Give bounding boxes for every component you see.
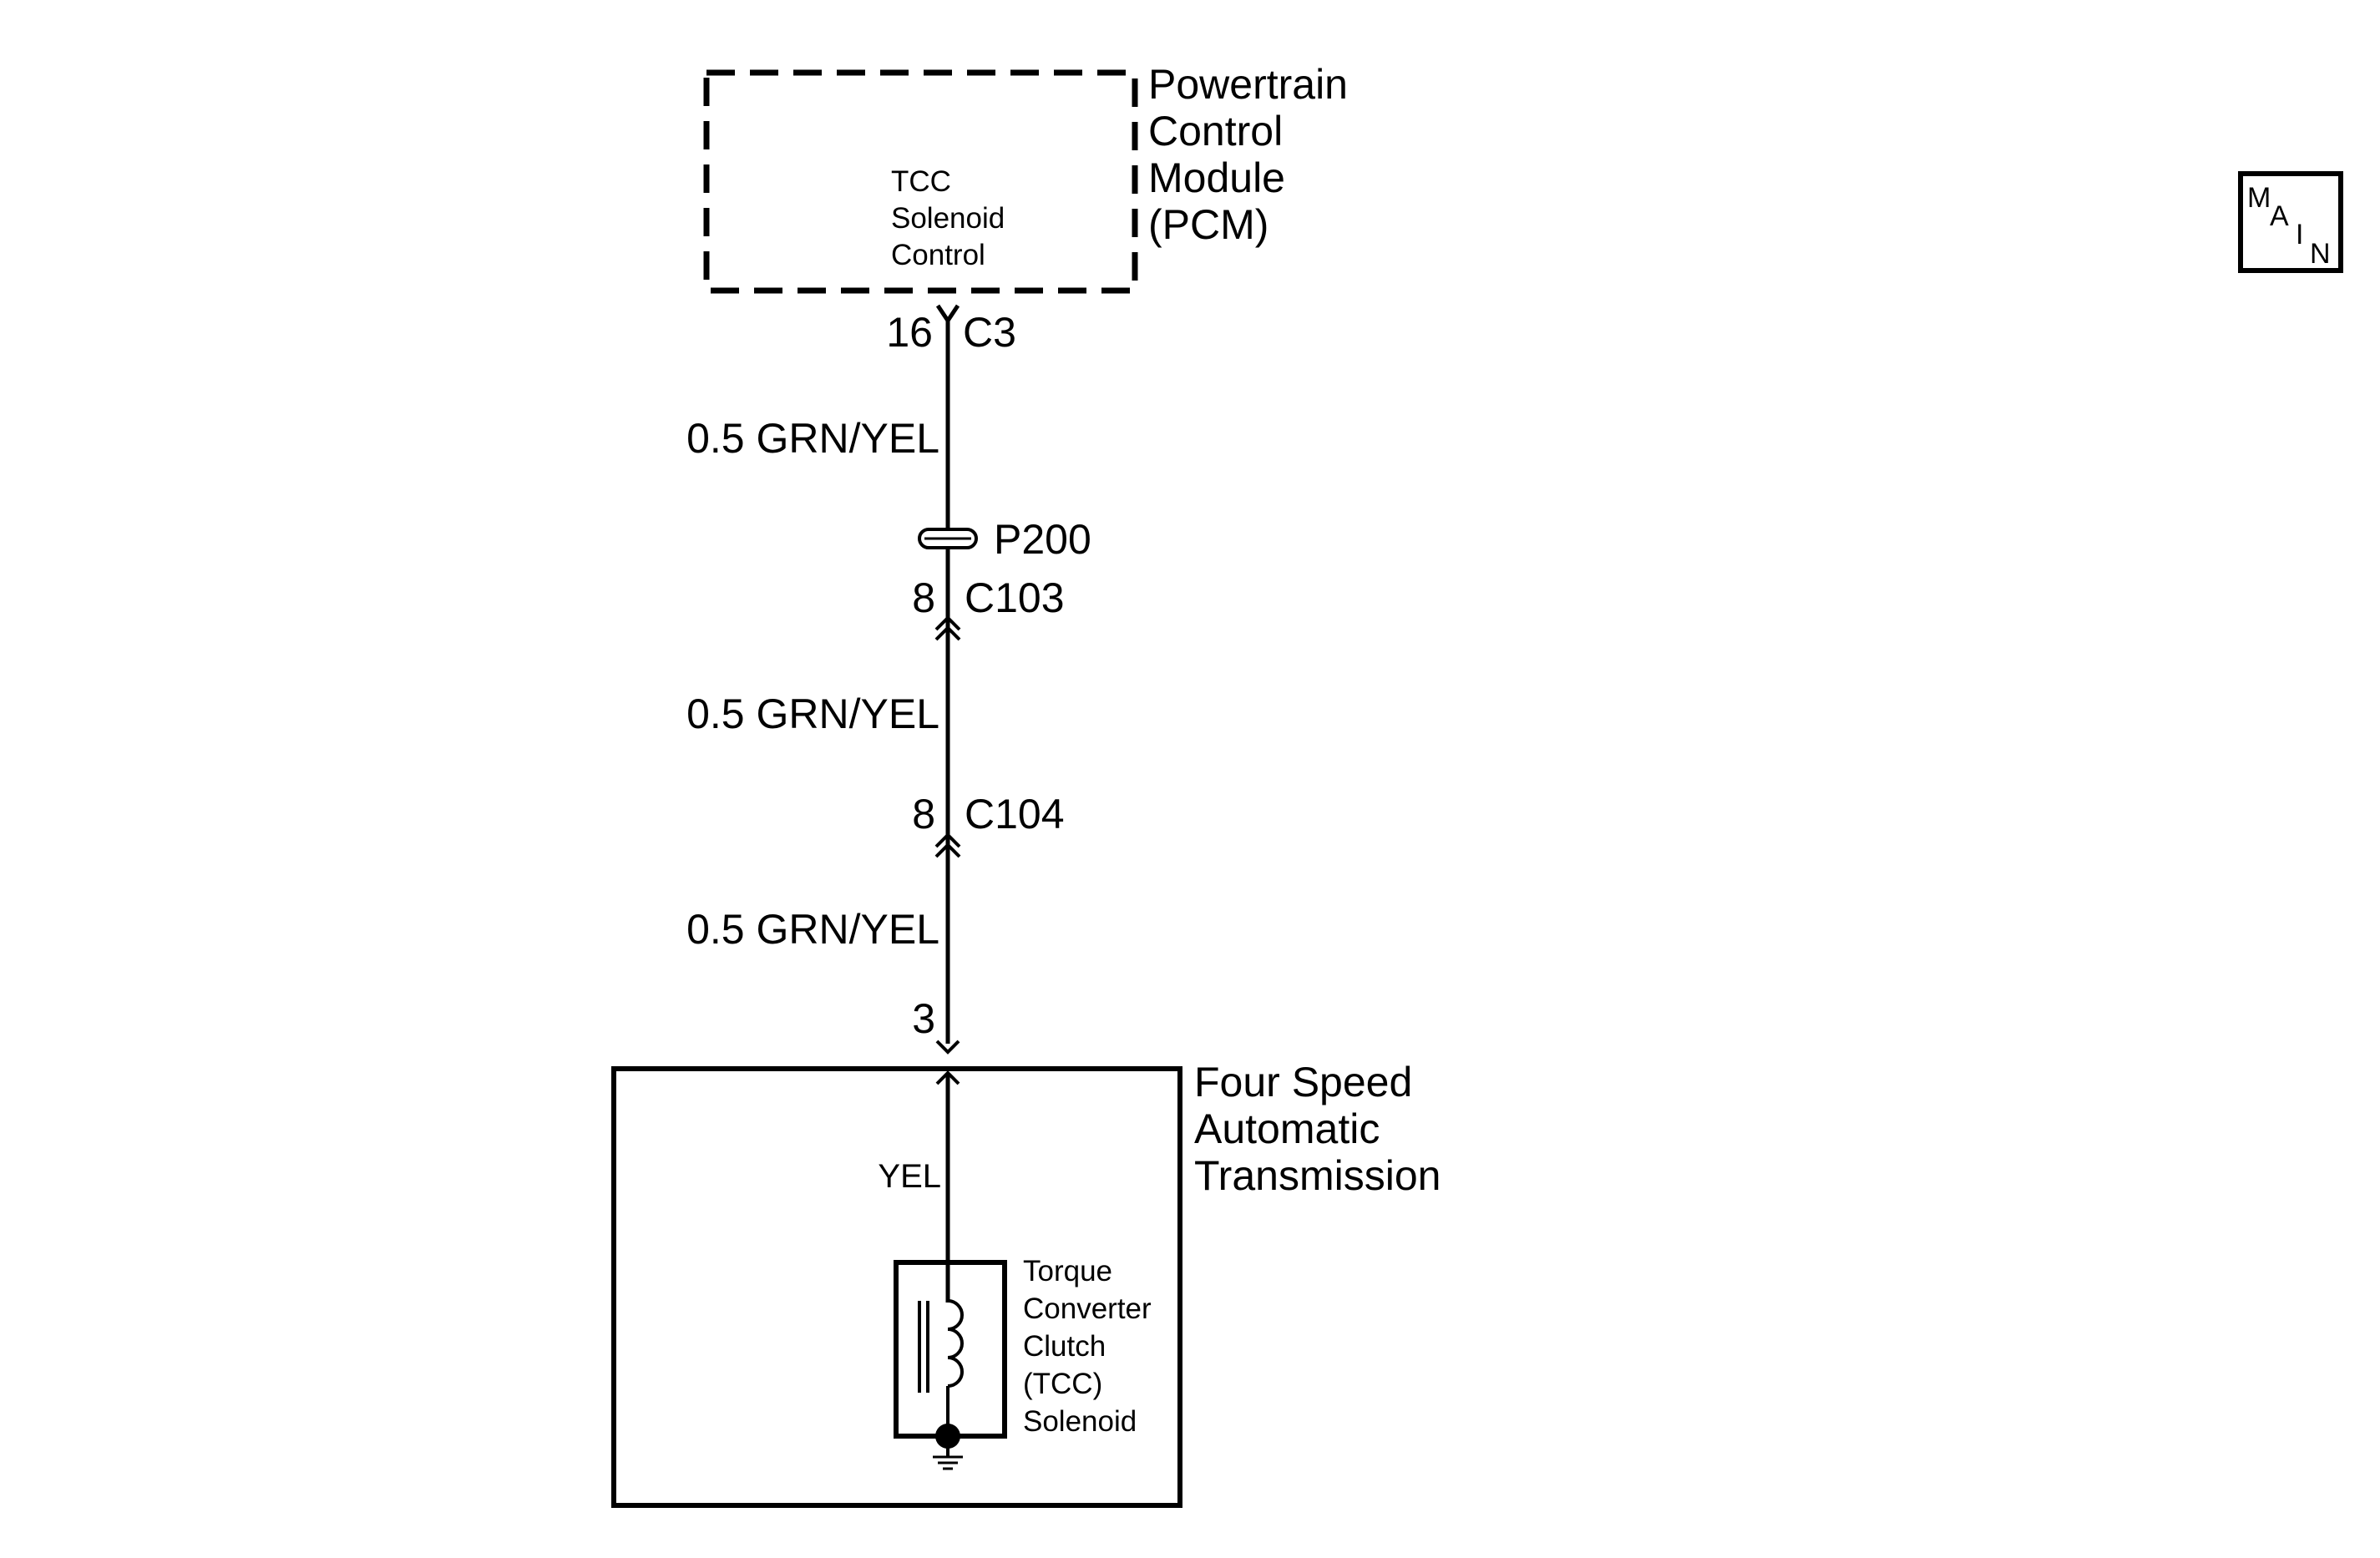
pcm-circuit-label-3: Control — [891, 239, 985, 271]
connector-c3-label: C3 — [963, 309, 1016, 356]
connector-c104-label: C104 — [965, 791, 1065, 837]
transmission-box — [611, 1066, 1182, 1508]
ground-symbol — [933, 1424, 963, 1470]
wire-label-seg2: 0.5 GRN/YEL — [686, 690, 939, 737]
pcm-name-line-4: (PCM) — [1148, 201, 1268, 248]
transmission-pin-symbol — [935, 1040, 960, 1055]
transmission-name-line-2: Automatic — [1194, 1105, 1380, 1152]
connector-c103-symbol — [934, 615, 961, 641]
badge-letter-m: M — [2247, 182, 2271, 214]
pcm-name-line-2: Control — [1148, 108, 1283, 154]
badge-letter-n: N — [2310, 238, 2331, 270]
pcm-name-line-1: Powertrain — [1148, 61, 1348, 108]
transmission-name-line-3: Transmission — [1194, 1152, 1441, 1199]
passthrough-p200-label: P200 — [994, 516, 1091, 563]
pcm-name-line-3: Module — [1148, 154, 1285, 201]
pcm-circuit-label-2: Solenoid — [891, 202, 1005, 235]
solenoid-box — [894, 1260, 1007, 1439]
solenoid-coil-symbol — [918, 1262, 964, 1436]
pcm-circuit-label-1: TCC — [891, 165, 951, 198]
badge-letter-i: I — [2296, 219, 2303, 250]
transmission-name-line-1: Four Speed — [1194, 1059, 1412, 1105]
wire-label-seg1: 0.5 GRN/YEL — [686, 415, 939, 462]
solenoid-name-line-4: (TCC) — [1023, 1368, 1102, 1400]
wire-label-internal: YEL — [878, 1158, 941, 1195]
solenoid-name-line-2: Converter — [1023, 1292, 1152, 1325]
connector-c104-pin: 8 — [912, 791, 935, 837]
connector-c103-pin: 8 — [912, 574, 935, 621]
connector-c3-pin: 16 — [886, 309, 933, 356]
transmission-pin-label: 3 — [912, 995, 935, 1042]
main-badge: M A I N — [2238, 171, 2343, 273]
solenoid-name-line-1: Torque — [1023, 1255, 1112, 1287]
connector-c104-symbol — [934, 832, 961, 858]
wire-label-seg3: 0.5 GRN/YEL — [686, 906, 939, 953]
solenoid-name-line-3: Clutch — [1023, 1330, 1106, 1363]
badge-letter-a: A — [2270, 200, 2289, 232]
passthrough-p200-symbol — [918, 528, 978, 549]
connector-c103-label: C103 — [965, 574, 1065, 621]
pcm-box — [703, 69, 1138, 294]
solenoid-name-line-5: Solenoid — [1023, 1405, 1137, 1438]
